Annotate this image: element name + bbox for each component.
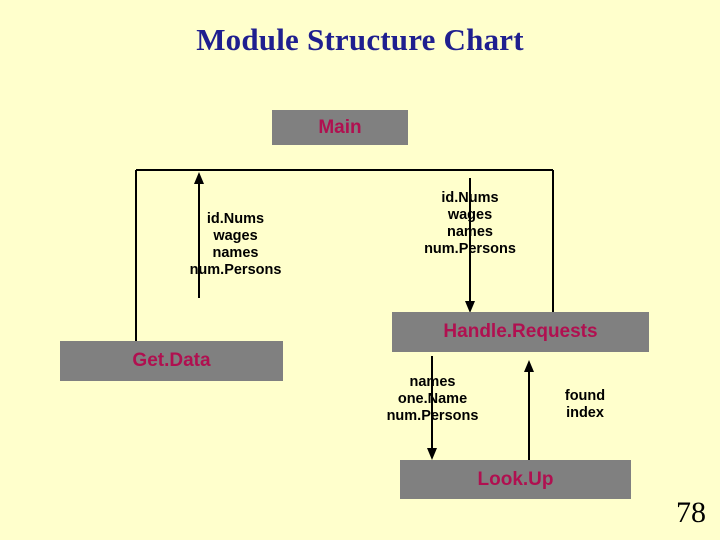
flow-label-handlerequests-down: id.Nums wages names num.Persons — [424, 190, 516, 257]
box-main[interactable]: Main — [272, 110, 408, 145]
box-handle-requests-label: Handle.Requests — [443, 321, 598, 342]
box-look-up[interactable]: Look.Up — [400, 460, 631, 499]
flow-label-lookup-down: names one.Name num.Persons — [386, 374, 479, 424]
box-get-data-label: Get.Data — [132, 350, 211, 371]
box-get-data[interactable]: Get.Data — [60, 341, 283, 381]
page-title: Module Structure Chart — [196, 22, 524, 57]
box-look-up-label: Look.Up — [477, 468, 554, 490]
page-number: 78 — [676, 496, 706, 529]
flow-label-lookup-up: found index — [564, 388, 606, 421]
flow-label-getdata-up: id.Nums wages names num.Persons — [189, 211, 282, 278]
box-handle-requests[interactable]: Handle.Requests — [392, 312, 649, 352]
box-main-label: Main — [318, 116, 362, 138]
